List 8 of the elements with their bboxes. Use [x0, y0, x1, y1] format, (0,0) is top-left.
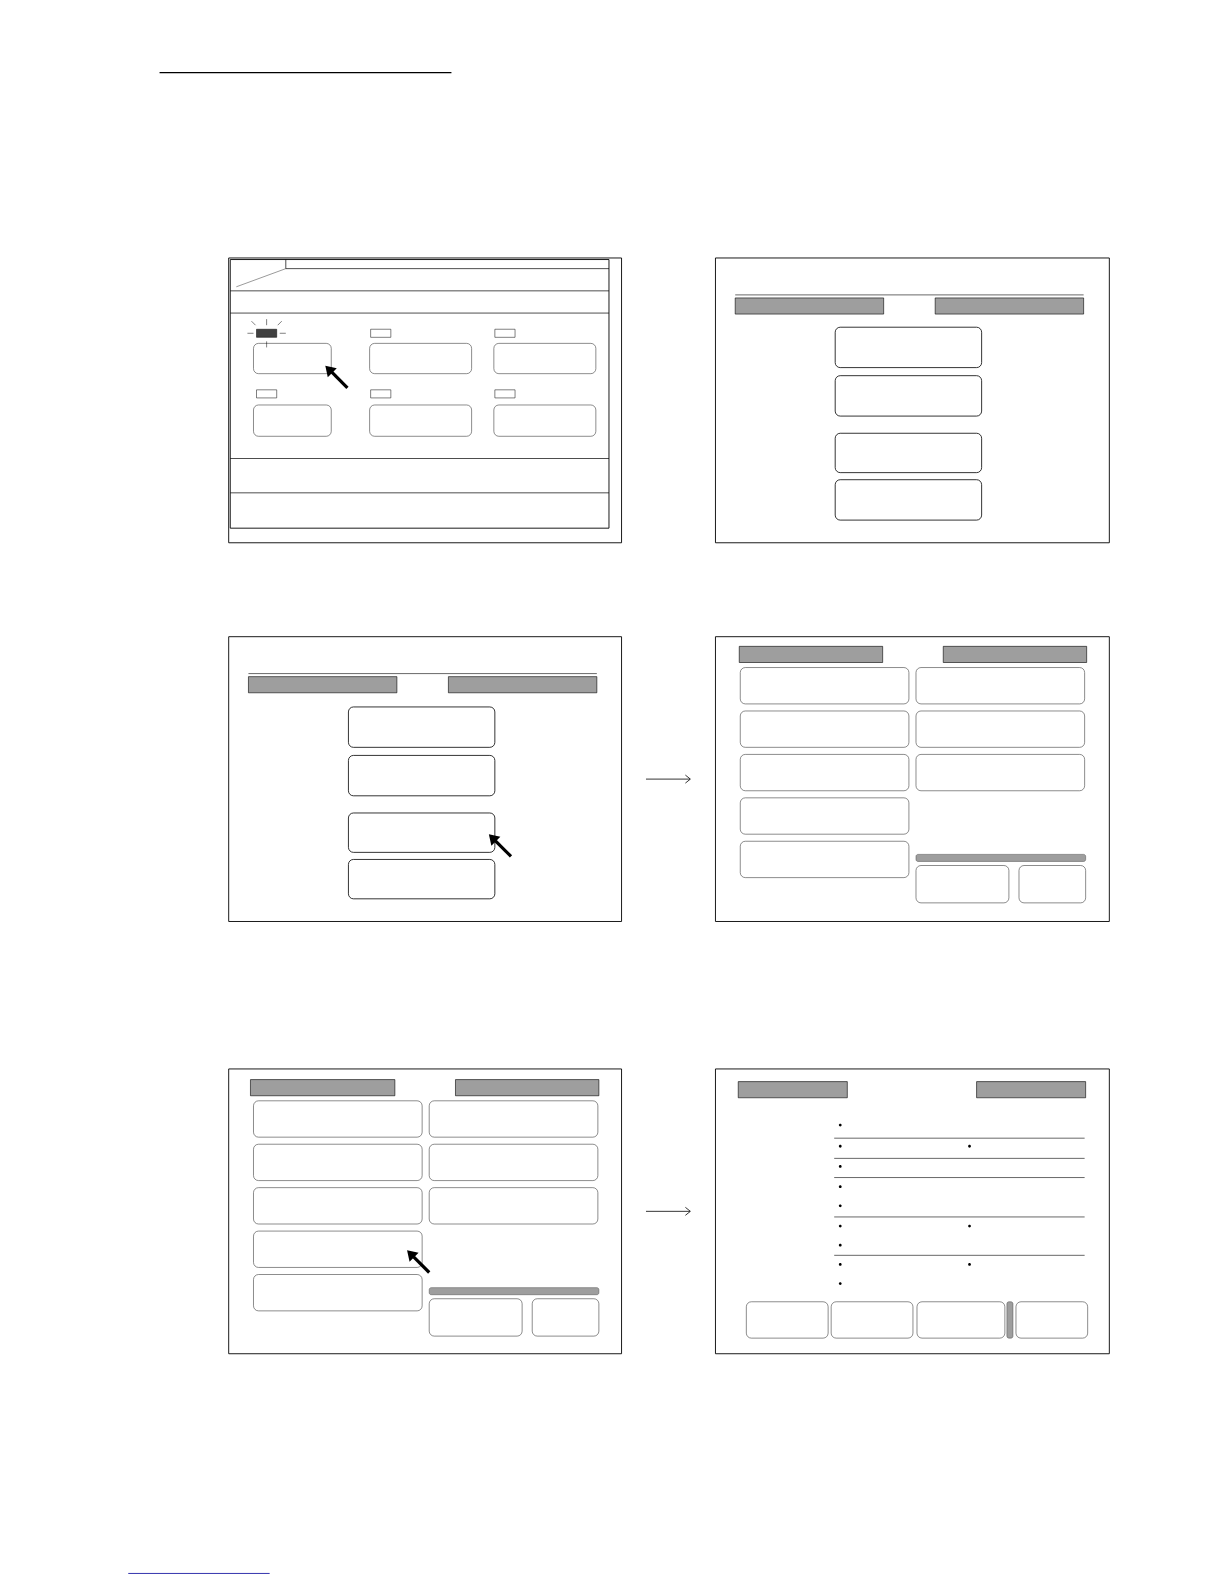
screen-drawing [228, 636, 622, 922]
screen-drawing [228, 1068, 622, 1355]
arrow [645, 1206, 691, 1216]
screen-drawing [715, 1068, 1110, 1355]
screen-drawing [715, 636, 1110, 922]
arrow [645, 774, 691, 784]
screen-drawing [715, 257, 1110, 544]
screen-drawing [228, 257, 622, 544]
